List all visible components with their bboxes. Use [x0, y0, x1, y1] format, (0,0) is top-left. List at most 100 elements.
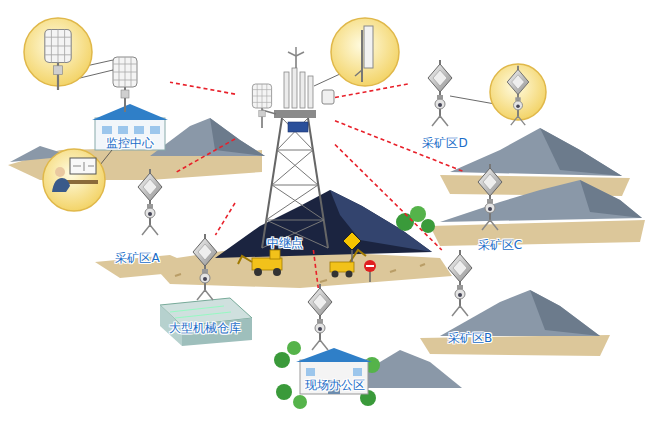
site-node: 监控中心: [90, 45, 170, 150]
site-node: 中继点: [235, 78, 335, 250]
site-antennas: [113, 57, 137, 112]
site-node: 现场办公区: [285, 288, 385, 392]
callout-operator: [73, 162, 94, 171]
site-label: 采矿区B: [446, 331, 494, 345]
warehouse: [160, 298, 252, 346]
site-antennas: [448, 250, 472, 316]
vehicles-and-signs: [254, 268, 262, 276]
mountains-right: [540, 128, 622, 176]
site-node: 采矿区B: [435, 250, 505, 345]
site-label: 现场办公区: [303, 378, 367, 392]
trees: [276, 384, 292, 400]
relay-tower: [288, 122, 308, 132]
monitor-building: [134, 126, 144, 134]
site-antennas: [478, 164, 502, 230]
callout-operator: [43, 149, 105, 211]
site-label: 监控中心: [104, 136, 156, 150]
vehicles-and-signs: [330, 262, 354, 272]
relay-tower: [274, 110, 316, 118]
relay-tower: [252, 47, 334, 248]
office-building: [296, 348, 372, 362]
wireless-link: [335, 145, 442, 250]
callout-dish: [45, 30, 71, 91]
warehouse: [170, 306, 231, 318]
relay-tower: [252, 84, 271, 128]
trees: [421, 219, 435, 233]
vehicles-and-signs: [332, 271, 339, 278]
trees: [293, 395, 307, 409]
callout-panel-antenna: [364, 26, 373, 68]
callout-operator: [55, 167, 65, 177]
vehicles-and-signs: [273, 268, 281, 276]
trees: [287, 341, 301, 355]
callout-panel-antenna: [331, 18, 399, 86]
site-antennas: [308, 284, 332, 350]
office-building: [296, 348, 372, 394]
office-building: [300, 360, 368, 394]
relay-tower: [322, 90, 334, 104]
mountains-right: [530, 290, 600, 336]
callout-dish: [24, 18, 113, 90]
office-building: [353, 368, 362, 376]
site-antennas: [308, 284, 332, 350]
callout-site-antenna: [507, 66, 529, 125]
vehicles-and-signs: [364, 260, 376, 272]
callout-panel-antenna: [361, 30, 363, 82]
callout-dish: [45, 30, 71, 91]
trees: [410, 206, 426, 222]
site-antennas: [478, 164, 502, 230]
office-building: [306, 368, 315, 376]
site-antennas: [428, 60, 452, 126]
site-node: 采矿区D: [410, 50, 480, 150]
site-antennas: [193, 234, 217, 300]
callout-site-antenna: [507, 66, 529, 125]
relay-tower: [295, 56, 297, 68]
site-antennas: [113, 57, 502, 350]
site-antennas: [138, 169, 162, 235]
monitor-building: [92, 104, 168, 150]
callout-operator: [100, 150, 112, 165]
callout-operator: [43, 149, 112, 211]
mountains-left: [210, 118, 265, 156]
site-antennas: [448, 250, 472, 316]
relay-tower: [262, 118, 282, 248]
monitor-building: [95, 118, 165, 150]
callout-panel-antenna: [314, 18, 399, 86]
mountains-right: [580, 180, 642, 218]
callout-operator: [70, 158, 96, 174]
relay-tower: [284, 72, 289, 108]
trees: [274, 352, 290, 368]
site-label: 中继点: [265, 236, 305, 250]
wireless-link: [175, 139, 235, 173]
site-node: 大型机械仓库: [150, 235, 260, 335]
vehicles-and-signs: [270, 250, 280, 259]
monitor-building: [150, 126, 160, 134]
vehicles-and-signs: [366, 265, 374, 267]
site-antennas: [193, 234, 217, 300]
site-antennas: [428, 60, 452, 126]
callout-site-antenna: [450, 64, 546, 125]
mountains-right: [430, 220, 645, 246]
site-node: 采矿区A: [100, 165, 175, 265]
callout-panel-antenna: [355, 70, 362, 76]
vehicles-and-signs: [238, 232, 376, 282]
wireless-link: [215, 203, 235, 235]
monitor-building: [102, 126, 112, 134]
central-mountain: [330, 190, 432, 252]
wireless-link: [335, 84, 410, 98]
callout-panel-antenna: [314, 74, 340, 86]
site-node: 采矿区C: [465, 160, 535, 252]
vehicles-and-signs: [343, 232, 361, 250]
callout-operator: [52, 178, 70, 192]
relay-tower: [262, 118, 328, 248]
mountains-right: [440, 180, 642, 222]
site-label: 采矿区D: [420, 136, 469, 150]
wireless-link: [170, 82, 235, 94]
site-label: 大型机械仓库: [167, 321, 243, 335]
relay-tower: [300, 72, 305, 108]
mountains-right: [450, 128, 622, 176]
